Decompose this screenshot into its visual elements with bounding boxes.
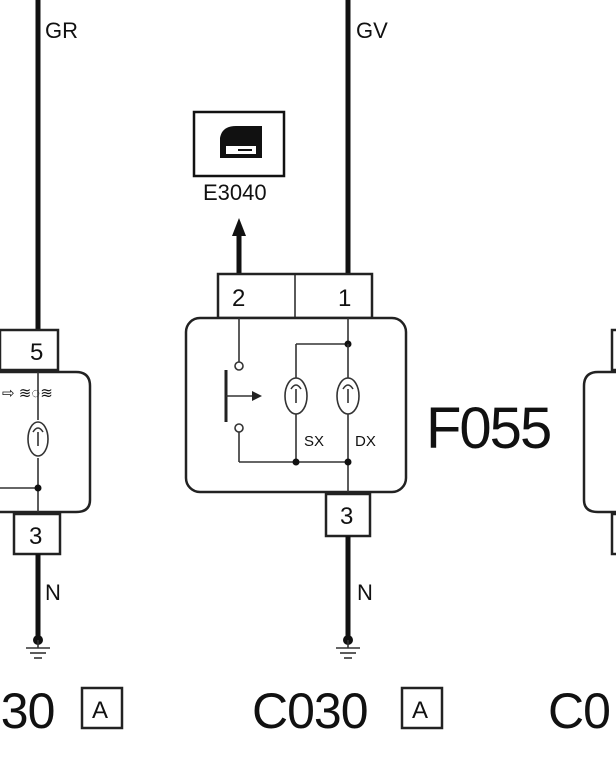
door-switch-component: E3040 — [192, 110, 286, 205]
ground-icon — [26, 640, 50, 659]
right-bottom-pin-box — [610, 512, 616, 556]
switch-icon — [224, 370, 262, 422]
lamp-icon — [284, 377, 308, 415]
right-module-body — [582, 370, 616, 514]
lamp-icon — [27, 421, 49, 457]
center-module: GV E3040 2 1 — [184, 0, 552, 739]
lamp-icon — [336, 377, 360, 415]
right-module: C0 — [548, 328, 616, 739]
center-connector-ref: C030 — [252, 683, 368, 739]
left-connector-variant: A — [92, 697, 108, 724]
left-bottom-pin: 3 — [29, 523, 42, 550]
left-indicator-symbols: ⇨ ≋◌≋ — [2, 385, 53, 402]
left-module: GR 5 ⇨ ≋◌≋ 3 N 030 A — [0, 0, 124, 739]
center-wire-label: GV — [356, 18, 388, 43]
center-pin-supply: 1 — [338, 285, 351, 312]
center-connector-variant-box — [400, 686, 444, 730]
left-connector-ref: 030 — [0, 683, 54, 739]
left-connector-variant-box — [80, 686, 124, 730]
center-pin-ground: 3 — [340, 503, 353, 530]
center-connector-variant: A — [412, 697, 428, 724]
right-connector-ref: C0 — [548, 683, 610, 739]
module-code: F055 — [426, 396, 550, 461]
left-top-pin-box — [0, 328, 60, 372]
center-pin-switch: 2 — [232, 285, 245, 312]
ground-icon — [336, 640, 360, 659]
arrow-up-icon — [232, 218, 246, 274]
lamp-left-label: SX — [304, 433, 324, 450]
lamp-right-label: DX — [355, 433, 376, 450]
left-wire-label: GR — [45, 18, 78, 43]
left-top-pin: 5 — [30, 339, 43, 366]
door-switch-code: E3040 — [203, 180, 267, 205]
left-ground-label: N — [45, 580, 61, 605]
right-top-pin-box — [610, 328, 616, 372]
door-icon — [220, 126, 262, 158]
center-ground-label: N — [357, 580, 373, 605]
